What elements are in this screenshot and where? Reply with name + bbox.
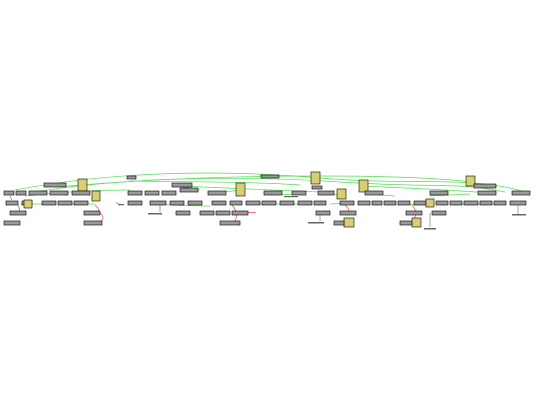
graph-node[interactable] [477, 190, 497, 196]
graph-node[interactable] [311, 185, 323, 190]
edge-local-7 [429, 193, 471, 197]
graph-node[interactable] [473, 183, 497, 189]
graph-node[interactable] [9, 210, 27, 216]
edge-red-6 [99, 212, 104, 223]
graph-node[interactable] [171, 182, 193, 188]
graph-node-highlighted[interactable] [310, 171, 321, 185]
graph-node[interactable] [73, 200, 89, 206]
graph-node[interactable] [57, 200, 73, 206]
edge-backbone-6 [359, 185, 491, 194]
graph-node[interactable] [49, 190, 69, 196]
graph-node[interactable] [364, 190, 384, 196]
graph-node[interactable] [511, 190, 531, 196]
graph-node[interactable] [83, 220, 103, 226]
graph-node-highlighted[interactable] [235, 182, 246, 197]
graph-node[interactable] [399, 220, 413, 226]
graph-node[interactable] [279, 200, 295, 206]
graph-node[interactable] [449, 200, 463, 206]
graph-node-highlighted[interactable] [465, 175, 476, 187]
leaf-layer [118, 196, 526, 230]
graph-node[interactable] [405, 210, 423, 216]
graph-node[interactable] [260, 174, 280, 179]
graph-node[interactable] [245, 200, 261, 206]
graph-node[interactable] [371, 200, 383, 206]
graph-node-highlighted[interactable] [91, 190, 101, 202]
graph-node[interactable] [493, 200, 507, 206]
graph-node[interactable] [28, 190, 48, 196]
graph-node[interactable] [219, 220, 241, 226]
graph-node-highlighted[interactable] [23, 199, 33, 209]
graph-node[interactable] [199, 210, 215, 216]
edge-gray-1 [9, 195, 13, 201]
graph-node[interactable] [126, 175, 137, 180]
edge-backbone-3 [69, 175, 321, 187]
leaf-marker [148, 213, 162, 215]
graph-node[interactable] [339, 210, 357, 216]
graph-node[interactable] [263, 190, 283, 196]
graph-node[interactable] [315, 210, 331, 216]
graph-node[interactable] [161, 190, 177, 196]
graph-node[interactable] [435, 200, 449, 206]
graph-node[interactable] [333, 220, 345, 226]
graph-node[interactable] [3, 220, 21, 226]
graph-node[interactable] [291, 190, 307, 196]
graph-node[interactable] [383, 200, 397, 206]
graph-node[interactable] [169, 200, 185, 206]
graph-node[interactable] [463, 200, 479, 206]
edge-backbone-4 [319, 175, 471, 183]
graph-node[interactable] [429, 190, 449, 196]
leaf-marker [308, 222, 324, 224]
graph-node[interactable] [229, 200, 243, 206]
edge-backbone-5 [129, 180, 301, 186]
graph-node-highlighted[interactable] [425, 198, 435, 208]
graph-node[interactable] [357, 200, 371, 206]
graph-node[interactable] [83, 210, 101, 216]
graph-node[interactable] [231, 210, 249, 216]
leaf-marker [424, 228, 436, 230]
graph-node[interactable] [339, 200, 355, 206]
graph-node[interactable] [127, 200, 143, 206]
leaf-marker [118, 204, 124, 206]
graph-node[interactable] [43, 182, 67, 188]
leaf-marker [512, 214, 526, 216]
graph-node[interactable] [3, 190, 15, 196]
graph-node-highlighted[interactable] [343, 217, 355, 228]
graph-node[interactable] [127, 190, 143, 196]
graph-node[interactable] [261, 200, 277, 206]
graph-node-highlighted[interactable] [77, 178, 88, 192]
graph-node[interactable] [313, 200, 327, 206]
graph-node[interactable] [149, 200, 167, 206]
node-layer [3, 171, 531, 228]
graph-node[interactable] [397, 200, 411, 206]
graph-node[interactable] [509, 200, 527, 206]
graph-node[interactable] [15, 190, 27, 196]
graph-node[interactable] [215, 210, 231, 216]
graph-node-highlighted[interactable] [336, 188, 347, 200]
graph-node[interactable] [207, 190, 227, 196]
graph-node[interactable] [413, 200, 427, 206]
leaf-marker [284, 196, 298, 198]
graph-node-highlighted[interactable] [411, 217, 422, 228]
graph-node[interactable] [479, 200, 493, 206]
graph-node[interactable] [179, 187, 199, 193]
graph-node[interactable] [211, 200, 227, 206]
graph-node[interactable] [175, 210, 191, 216]
graph-node[interactable] [317, 190, 335, 196]
graph-node[interactable] [144, 190, 160, 196]
graph-node[interactable] [41, 200, 57, 206]
graph-node[interactable] [297, 200, 313, 206]
graph-node[interactable] [431, 210, 447, 216]
graph-node[interactable] [187, 200, 203, 206]
graph-node-highlighted[interactable] [358, 179, 369, 193]
graph-node[interactable] [71, 190, 91, 196]
graph-node[interactable] [5, 200, 19, 206]
